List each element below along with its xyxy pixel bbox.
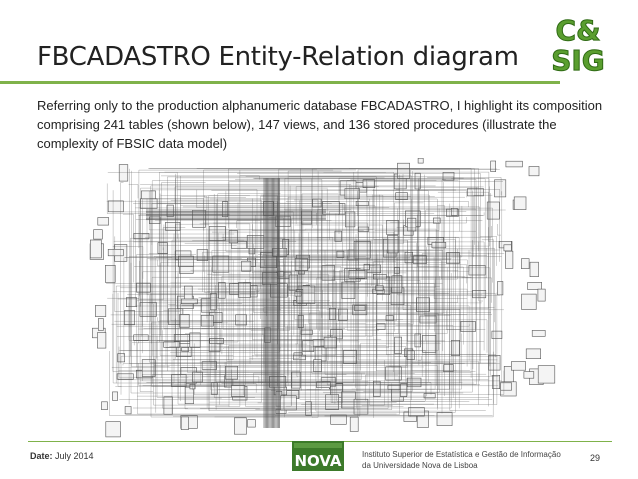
institute-name: Instituto Superior de Estatística e Gest…	[362, 449, 572, 471]
footer-date: Date: July 2014	[30, 451, 94, 461]
nova-logo-text: NOVA	[294, 452, 341, 470]
csig-logo: C& SIG	[551, 14, 606, 75]
logo-line-1: C&	[556, 14, 601, 47]
institute-line-1: Instituto Superior de Estatística e Gest…	[362, 450, 561, 459]
slide-body-text: Referring only to the production alphanu…	[37, 98, 603, 151]
date-value: July 2014	[55, 451, 94, 461]
date-label: Date:	[30, 451, 53, 461]
diagram-lines	[89, 158, 556, 438]
page-number: 29	[590, 453, 601, 463]
institute-line-2: da Universidade Nova de Lisboa	[362, 461, 478, 470]
slide-title: FBCADASTRO Entity-Relation diagram	[37, 42, 519, 72]
er-diagram-image	[89, 158, 556, 438]
title-divider	[0, 81, 560, 84]
university-nova-logo: NOVA	[292, 441, 344, 471]
logo-line-2: SIG	[551, 44, 605, 74]
